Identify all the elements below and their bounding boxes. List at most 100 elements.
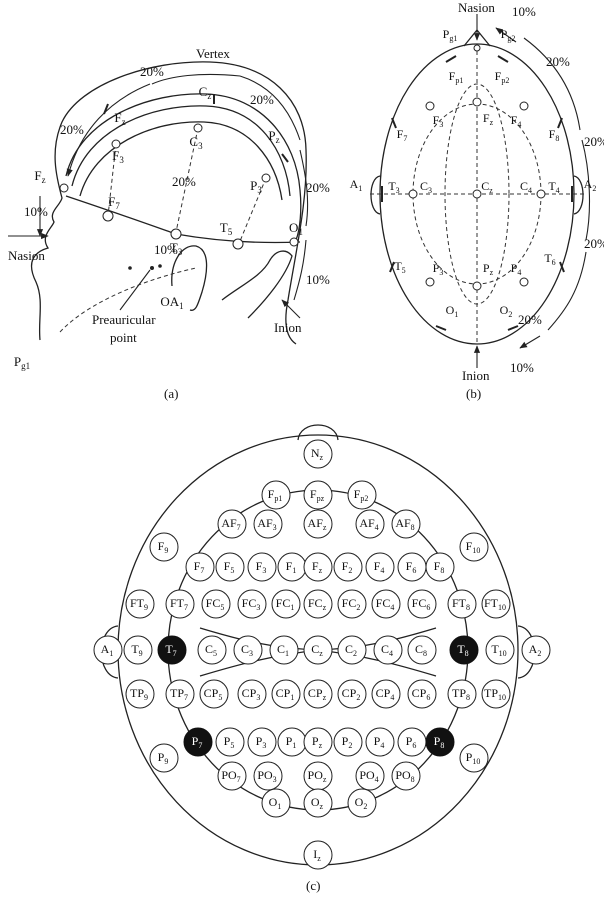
electrode-sub: 3 xyxy=(396,186,400,195)
electrode-sub: 2 xyxy=(363,802,367,811)
electrode-label: PO3 xyxy=(257,768,276,784)
electrode-label: T6 xyxy=(544,251,555,267)
electrode-main: A xyxy=(350,177,359,191)
electrode-main: P xyxy=(511,261,518,275)
electrode-main: A xyxy=(529,642,538,656)
electrode-sub: 3 xyxy=(249,649,253,658)
electrode-label: F8 xyxy=(434,559,445,575)
electrode-label: F8 xyxy=(549,127,560,143)
electrode-sub: 1 xyxy=(454,310,458,319)
electrode-circle xyxy=(149,743,179,773)
percent-arrows xyxy=(40,73,309,301)
electrode-sub: z xyxy=(323,523,327,532)
electrode-label: FT10 xyxy=(484,596,506,612)
electrode-label: C8 xyxy=(415,642,427,658)
electrode-label: P3 xyxy=(433,261,444,277)
electrode-main: OA xyxy=(160,294,179,309)
electrode-sub: 4 xyxy=(389,649,393,658)
electrode-sub: 5 xyxy=(402,266,406,275)
electrode-circle xyxy=(303,840,333,870)
electrode-main: T xyxy=(457,642,465,656)
electrode-sub: 1 xyxy=(358,184,362,193)
electrode-main: O xyxy=(269,795,278,809)
electrode-label: F2 xyxy=(342,559,353,575)
electrode-circle xyxy=(447,679,477,709)
electrode-main: P xyxy=(374,734,381,748)
electrode-sub: 6 xyxy=(552,258,556,267)
electrode-circle xyxy=(303,552,333,582)
electrode-main: P xyxy=(14,354,21,369)
inion-arrow xyxy=(281,299,301,319)
electrode-label: A1 xyxy=(101,642,114,658)
electrode-label: AF4 xyxy=(359,516,378,532)
electrode-sub: 10 xyxy=(498,603,506,612)
electrode-label: FC6 xyxy=(412,596,431,612)
electrode-main: PO xyxy=(257,768,273,782)
electrode-label: CP1 xyxy=(276,686,295,702)
electrode-label: P4 xyxy=(511,261,522,277)
electrode-main: F xyxy=(397,127,404,141)
electrode-label: F4 xyxy=(374,559,385,575)
electrode-main: F xyxy=(495,69,502,83)
electrode-label: F3 xyxy=(433,113,444,129)
electrode-label: CPz xyxy=(308,686,327,702)
neck-back-outline xyxy=(221,250,293,319)
electrode-label: F10 xyxy=(466,539,481,555)
electrode-sub: 1 xyxy=(298,227,303,237)
ear-outline xyxy=(171,245,208,311)
electrode-label: C5 xyxy=(205,642,217,658)
electrode-sub: z xyxy=(490,118,494,127)
electrode-circle xyxy=(253,509,283,539)
panel-b-electrode-circles xyxy=(408,44,546,291)
electrode-sub: 5 xyxy=(228,227,233,237)
electrode-circle xyxy=(197,635,227,665)
electrode-sub: 3 xyxy=(262,566,266,575)
electrode-main: P xyxy=(268,128,275,143)
electrode-label: T9 xyxy=(131,642,142,658)
electrode-label: O1 xyxy=(289,220,303,237)
electrode-circle xyxy=(247,552,277,582)
electrode-sub: g1 xyxy=(21,361,30,371)
electrode-sub: 10 xyxy=(498,693,506,702)
electrode-sub: 5 xyxy=(220,603,224,612)
electrode-label: P3 xyxy=(250,178,262,195)
electrode-label: Fp2 xyxy=(495,69,510,85)
electrode-circle xyxy=(215,727,245,757)
electrode-label: OA1 xyxy=(160,294,183,311)
electrode-circle xyxy=(247,727,277,757)
electrode-sub: z xyxy=(319,741,323,750)
electrode-main: F xyxy=(112,148,119,163)
electrode-circle xyxy=(185,552,215,582)
electrode-main: P xyxy=(158,750,165,764)
percent-label: 10% xyxy=(512,4,536,19)
preauricular-leader xyxy=(119,269,151,311)
electrode-label: T7 xyxy=(165,642,176,658)
electrode-sub: 9 xyxy=(144,693,148,702)
electrode-sub: 2 xyxy=(353,649,357,658)
electrode-circle xyxy=(355,761,385,791)
electrode-main: FC xyxy=(308,596,323,610)
electrode-main: F xyxy=(434,559,441,573)
electrode-main: F xyxy=(433,113,440,127)
electrode-main: CP xyxy=(376,686,391,700)
electrode-sub: z xyxy=(490,268,494,277)
electrode-circle xyxy=(149,532,179,562)
electrode-label: Fz xyxy=(312,559,323,575)
electrode-main: T xyxy=(165,642,173,656)
electrode-main: AF xyxy=(221,516,237,530)
electrode-main: C xyxy=(420,179,428,193)
electrode-sub: 4 xyxy=(375,523,379,532)
electrode-main: P xyxy=(312,734,319,748)
electrode-main: AF xyxy=(257,516,273,530)
percent-label: 20% xyxy=(306,180,330,195)
electrode-circle xyxy=(521,635,551,665)
electrode-label: CP5 xyxy=(204,686,223,702)
electrode-sub: p2 xyxy=(501,76,509,85)
electrode-sub: 3 xyxy=(178,247,183,257)
electrode-sub: p2 xyxy=(360,494,368,503)
electrode-main: T xyxy=(394,259,402,273)
electrode-main: A xyxy=(584,177,593,191)
electrode-sub: 1 xyxy=(285,649,289,658)
electrode-circle xyxy=(347,788,377,818)
